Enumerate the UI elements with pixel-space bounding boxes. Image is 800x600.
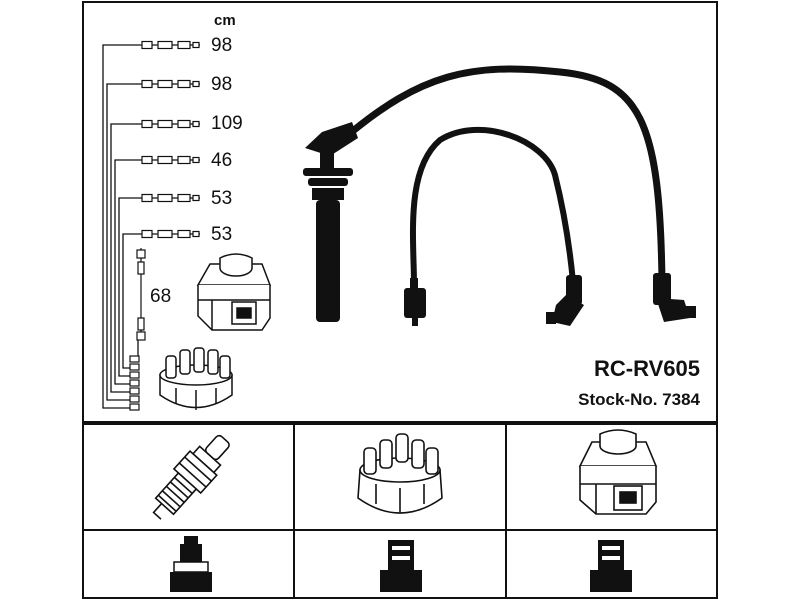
cable-icon-5 [138,193,200,203]
top-panel-frame [82,1,718,423]
length-label-2: 98 [211,74,233,95]
distributor-connector-profile-icon [380,540,422,592]
cable-icons [129,40,200,411]
plug-connector-profile-icon [170,536,212,592]
length-label-1: 98 [211,35,233,56]
length-label-6: 53 [211,224,233,245]
model-number: RC-RV605 [594,356,700,381]
cable-icon-2 [138,79,200,89]
distributor-cap-small-icon [159,347,233,410]
ignition-cable-set [303,65,696,326]
cable-icon-4 [138,155,200,165]
cable-icon-6 [138,229,200,239]
ignition-coil-icon [578,429,658,515]
terminal-stubs [129,355,140,411]
distributor-cap-icon [357,433,443,514]
length-label-4: 46 [211,150,233,171]
ignition-coil-small-icon [196,253,272,331]
cable-icon-1 [138,40,200,50]
unit-label: cm [214,12,236,29]
bottom-panel-frame [82,423,718,599]
cable-icon-3 [138,119,200,129]
spark-plug-icon [152,434,230,520]
coil-connector-profile-icon [590,540,632,592]
length-label-3: 109 [211,113,243,134]
cable-icon-7 [136,248,146,341]
cable-routing-lines [102,44,139,409]
length-label-5: 53 [211,188,233,209]
length-label-7: 68 [150,286,172,307]
stock-number: Stock-No. 7384 [578,390,700,409]
